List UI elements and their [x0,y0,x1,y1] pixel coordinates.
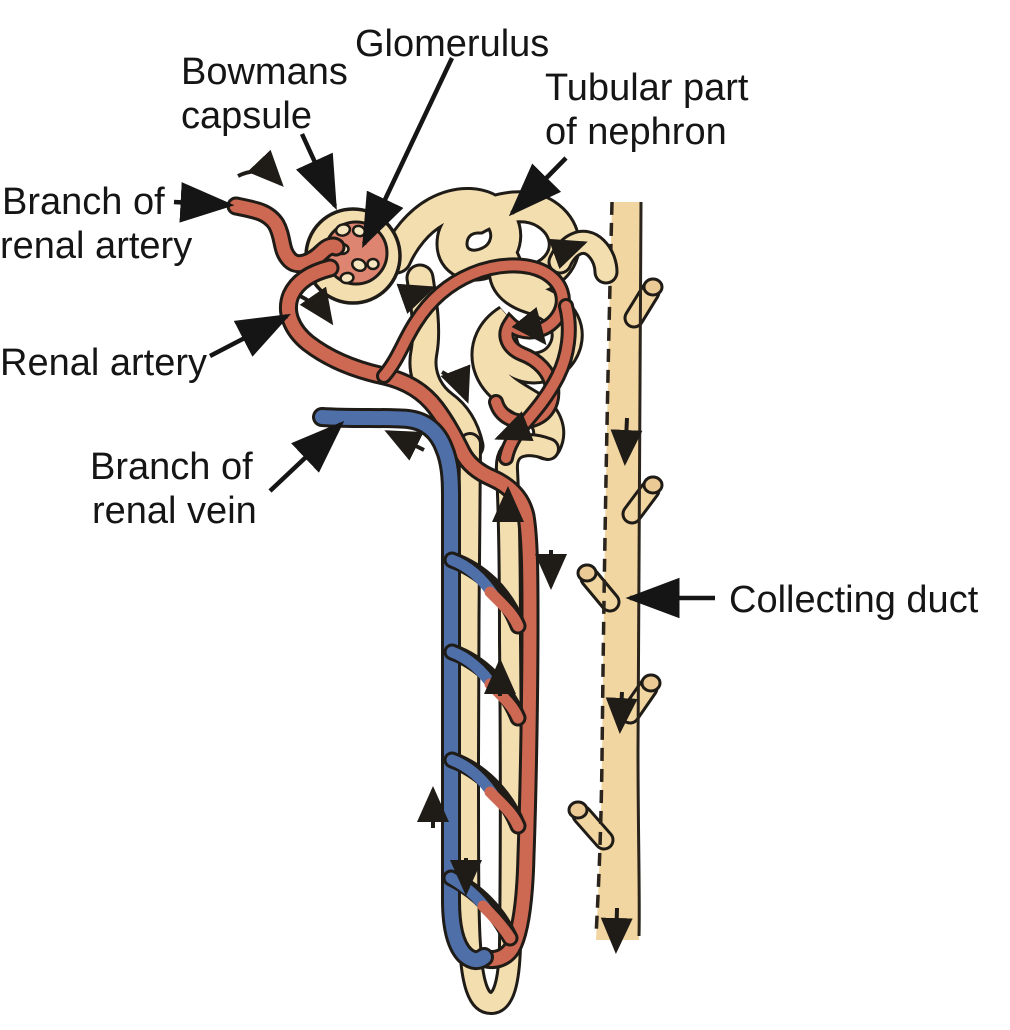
tubular-part-label: Tubular part [545,67,749,109]
flow-arrow [299,286,334,326]
flow-arrow [237,149,284,187]
glomerulus-leader-arrow [361,57,455,249]
renal-artery-label: Renal artery [0,342,207,384]
branch-renal-vein-label: Branch of [90,446,253,488]
label-leader-arrows [173,57,715,619]
flow-arrow [548,238,588,269]
tubular-part-label: of nephron [545,111,727,153]
branch-renal-artery-label: Branch of [2,181,165,223]
flow-arrow [511,307,547,346]
duct-branch-opening [642,277,664,297]
diagram-labels: Glomerulus Bowmans capsule Tubular part … [0,23,979,621]
flow-arrow [610,417,643,466]
renal-vein-shape [312,407,494,971]
duct-branch-opening [567,800,589,820]
collecting-duct-shape [567,201,664,940]
branch-renal-artery-label: renal artery [0,225,192,267]
duct-branch-opening [642,475,664,495]
flow-arrow [605,691,638,734]
renal-artery-leader-arrow [208,313,291,358]
flow-arrow [600,907,633,954]
bowmans-capsule-label: Bowmans [181,51,348,93]
flow-arrow [494,411,534,441]
glomerulus-label: Glomerulus [355,23,549,65]
flow-arrows [237,149,643,954]
flow-arrow [440,364,471,404]
branch-renal-vein-leader-arrow [268,420,345,493]
bowmans-capsule-leader-arrow [295,133,338,211]
duct-branch-opening [576,563,598,583]
tubular-part-leader-arrow [508,156,568,217]
flow-arrow [396,283,436,314]
branch-renal-vein-label: renal vein [92,490,257,532]
branch-renal-artery-leader-arrow [173,182,235,223]
duct-branch-opening [640,673,662,693]
bowmans-capsule-label: capsule [181,95,312,137]
flow-arrow [384,430,425,461]
collecting-duct-label: Collecting duct [729,579,979,621]
